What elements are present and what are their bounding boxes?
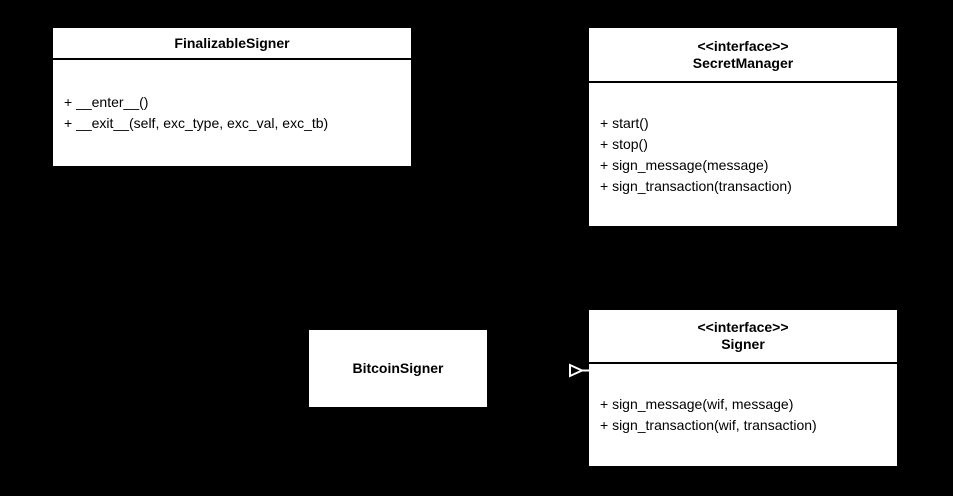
class-header-finalizable-signer: FinalizableSigner <box>53 28 411 60</box>
class-member: + __exit__(self, exc_type, exc_val, exc_… <box>64 115 329 131</box>
class-header-bitcoin-signer: BitcoinSigner <box>309 330 487 407</box>
class-stereotype-secret-manager: <<interface>> <box>697 37 789 54</box>
class-box-secret-manager[interactable]: <<interface>> SecretManager + start() + … <box>589 28 897 226</box>
realization-arrow-bitcoinsigner-to-signer <box>565 358 595 384</box>
class-member: + sign_transaction(wif, transaction) <box>600 417 817 433</box>
class-header-signer: <<interface>> Signer <box>589 310 897 364</box>
class-header-secret-manager: <<interface>> SecretManager <box>589 28 897 83</box>
class-body-secret-manager: + start() + stop() + sign_message(messag… <box>589 83 897 226</box>
hollow-triangle-arrowhead-icon <box>569 363 595 378</box>
class-stereotype-signer: <<interface>> <box>697 319 789 335</box>
class-box-signer[interactable]: <<interface>> Signer + sign_message(wif,… <box>589 310 897 466</box>
class-member: + start() <box>600 114 649 131</box>
class-member: + sign_message(wif, message) <box>600 396 794 412</box>
class-box-finalizable-signer[interactable]: FinalizableSigner + __enter__() + __exit… <box>53 28 411 166</box>
class-member: + stop() <box>600 135 648 152</box>
class-member: + sign_message(message) <box>600 156 769 173</box>
class-box-bitcoin-signer[interactable]: BitcoinSigner <box>309 330 487 407</box>
class-title-bitcoin-signer: BitcoinSigner <box>352 360 444 376</box>
class-body-signer: + sign_message(wif, message) + sign_tran… <box>589 364 897 466</box>
class-member: + sign_transaction(transaction) <box>600 177 792 194</box>
class-title-signer: Signer <box>721 336 765 352</box>
class-member: + __enter__() <box>64 94 149 110</box>
class-title-finalizable-signer: FinalizableSigner <box>174 34 290 51</box>
class-title-secret-manager: SecretManager <box>692 54 794 71</box>
class-body-finalizable-signer: + __enter__() + __exit__(self, exc_type,… <box>53 60 411 166</box>
